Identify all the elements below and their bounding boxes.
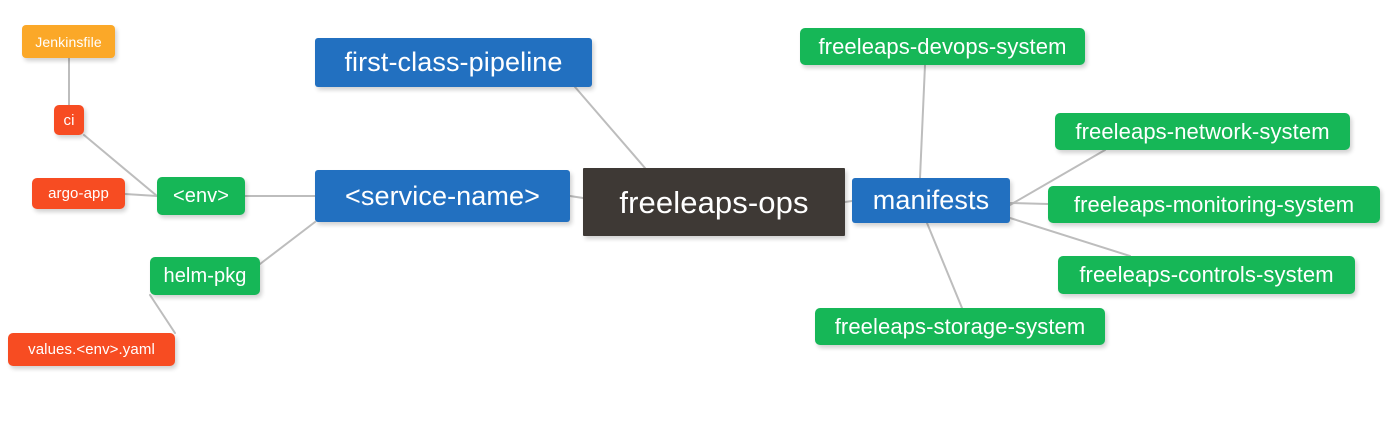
node-label: ci (63, 111, 75, 129)
edge-argo-app-to-env (124, 193, 158, 197)
edge-service-name-to-freeleaps-ops (569, 195, 584, 199)
node-label: freeleaps-monitoring-system (1073, 191, 1355, 217)
edge-helm-pkg-to-values-yaml (149, 294, 176, 334)
node-label: <env> (172, 185, 230, 207)
node-label: values.<env>.yaml (28, 341, 155, 358)
node-freeleaps-storage-system[interactable]: freeleaps-storage-system (815, 308, 1105, 345)
edge-service-name-to-helm-pkg (259, 221, 316, 265)
edge-manifests-to-freeleaps-controls-system (1009, 217, 1131, 257)
node-label: manifests (872, 185, 990, 215)
node-ci[interactable]: ci (54, 105, 84, 135)
edge-first-class-pipeline-to-freeleaps-ops (574, 86, 646, 169)
node-label: first-class-pipeline (344, 47, 563, 77)
node-jenkinsfile[interactable]: Jenkinsfile (22, 25, 115, 58)
node-values-yaml[interactable]: values.<env>.yaml (8, 333, 175, 366)
node-helm-pkg[interactable]: helm-pkg (150, 257, 260, 295)
node-manifests[interactable]: manifests (852, 178, 1010, 223)
node-argo-app[interactable]: argo-app (32, 178, 125, 209)
node-freeleaps-ops[interactable]: freeleaps-ops (583, 168, 845, 236)
node-service-name[interactable]: <service-name> (315, 170, 570, 222)
edge-manifests-to-freeleaps-monitoring-system (1009, 202, 1049, 205)
node-label: freeleaps-network-system (1075, 118, 1330, 144)
node-label: Jenkinsfile (35, 33, 102, 50)
node-first-class-pipeline[interactable]: first-class-pipeline (315, 38, 592, 87)
node-freeleaps-devops-system[interactable]: freeleaps-devops-system (800, 28, 1085, 65)
node-freeleaps-monitoring-system[interactable]: freeleaps-monitoring-system (1048, 186, 1380, 223)
node-label: helm-pkg (163, 265, 247, 287)
node-label: freeleaps-devops-system (818, 33, 1067, 59)
edge-manifests-to-freeleaps-devops-system (919, 64, 926, 179)
node-freeleaps-network-system[interactable]: freeleaps-network-system (1055, 113, 1350, 150)
edge-manifests-to-freeleaps-storage-system (926, 222, 963, 309)
node-env[interactable]: <env> (157, 177, 245, 215)
node-label: argo-app (48, 185, 109, 202)
node-label: freeleaps-storage-system (834, 313, 1086, 339)
node-label: freeleaps-ops (619, 184, 809, 220)
edge-freeleaps-ops-to-manifests (844, 200, 853, 203)
node-label: <service-name> (345, 180, 540, 211)
node-freeleaps-controls-system[interactable]: freeleaps-controls-system (1058, 256, 1355, 294)
node-label: freeleaps-controls-system (1079, 262, 1334, 287)
